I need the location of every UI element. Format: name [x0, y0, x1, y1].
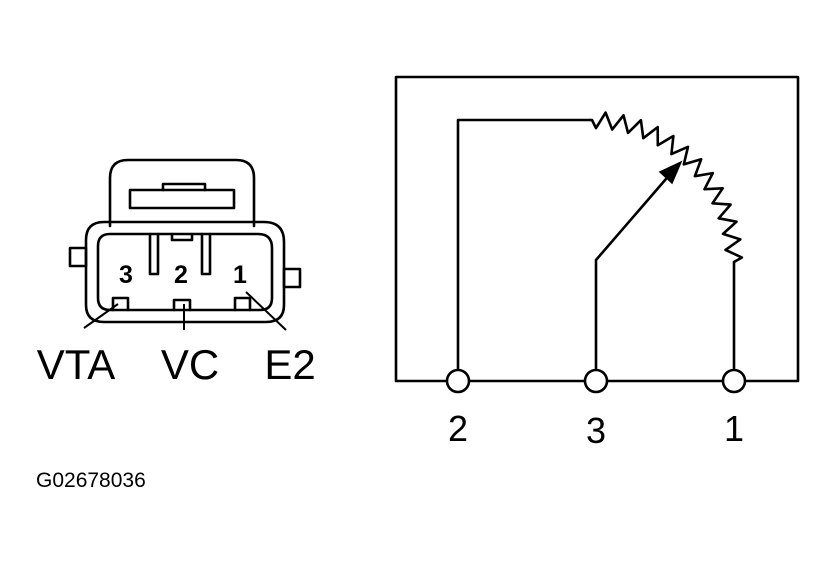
terminal-label-2: 2: [448, 408, 468, 449]
connector-latch: [108, 158, 256, 228]
signal-label-e2: E2: [264, 341, 315, 388]
potentiometer-schematic: [394, 75, 800, 394]
sensor-enclosure: [394, 75, 800, 383]
terminal-label-3: 3: [586, 410, 606, 451]
terminal-3: [583, 368, 609, 394]
wiper-arrowhead: [658, 160, 683, 185]
pin-number-2: 2: [174, 261, 188, 289]
connector-drawing: [68, 158, 302, 331]
terminal-label-1: 1: [724, 408, 744, 449]
signal-label-vta: VTA: [37, 341, 116, 388]
signal-label-vc: VC: [161, 341, 219, 388]
figure-code: G02678036: [36, 469, 146, 492]
resistor-element: [588, 111, 744, 264]
connector-ear-left: [68, 246, 88, 268]
wire-terminal-2: [456, 118, 592, 372]
pin-number-1: 1: [233, 261, 247, 289]
terminal-1: [721, 368, 747, 394]
terminal-2: [445, 368, 471, 394]
pin-number-3: 3: [119, 261, 133, 289]
connector-ear-right: [282, 267, 302, 289]
wiper-arm: [594, 170, 674, 372]
